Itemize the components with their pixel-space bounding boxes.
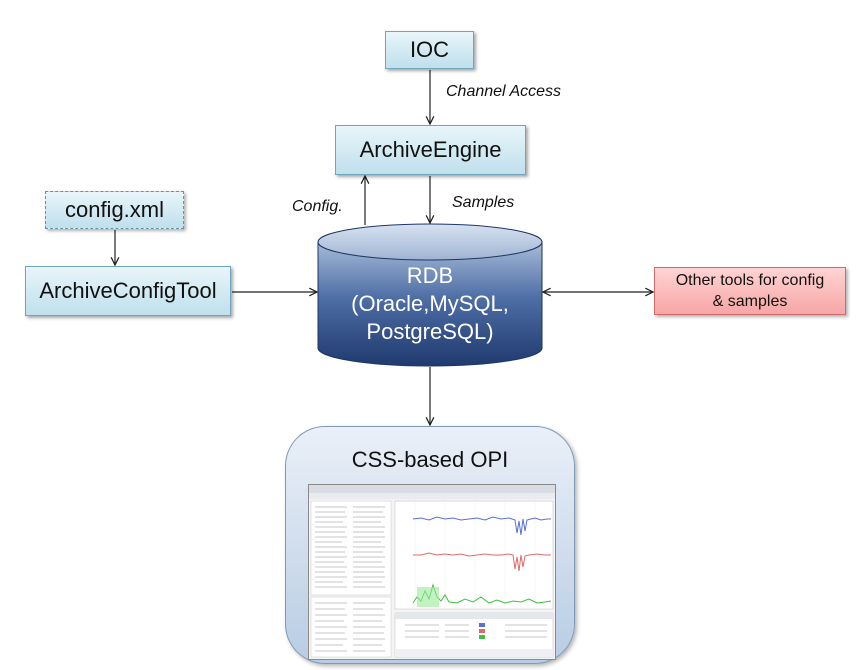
- rdb-cylinder: [317, 223, 543, 367]
- config-xml-label: config.xml: [64, 197, 165, 222]
- other-tools-line2: & samples: [712, 293, 788, 310]
- samples-edge-label: Samples: [452, 194, 515, 211]
- config-xml-box: config.xml: [45, 191, 184, 229]
- other-tools-box: Other tools for config & samples: [654, 267, 846, 315]
- archive-config-tool-label: ArchiveConfigTool: [39, 278, 217, 303]
- rdb-title: RDB: [406, 263, 454, 288]
- channel-access-label: Channel Access: [446, 83, 562, 100]
- archive-engine-label: ArchiveEngine: [359, 137, 502, 162]
- rdb-dbs-line1: (Oracle,MySQL,: [351, 291, 509, 316]
- opi-screenshot-thumbnail: [308, 484, 556, 660]
- archive-engine-box: ArchiveEngine: [335, 125, 526, 175]
- config-edge-label: Config.: [292, 198, 343, 215]
- rdb-dbs-line2: PostgreSQL): [366, 319, 494, 344]
- opi-panel: CSS-based OPI: [285, 426, 575, 664]
- opi-title: CSS-based OPI: [351, 447, 509, 472]
- rdb-label: RDB (Oracle,MySQL, PostgreSQL): [318, 262, 542, 352]
- archive-config-tool-box: ArchiveConfigTool: [25, 266, 231, 316]
- ioc-box: IOC: [385, 31, 474, 69]
- opi-screenshot-image: [309, 485, 555, 658]
- ioc-label: IOC: [409, 37, 450, 62]
- other-tools-line1: Other tools for config: [675, 272, 825, 289]
